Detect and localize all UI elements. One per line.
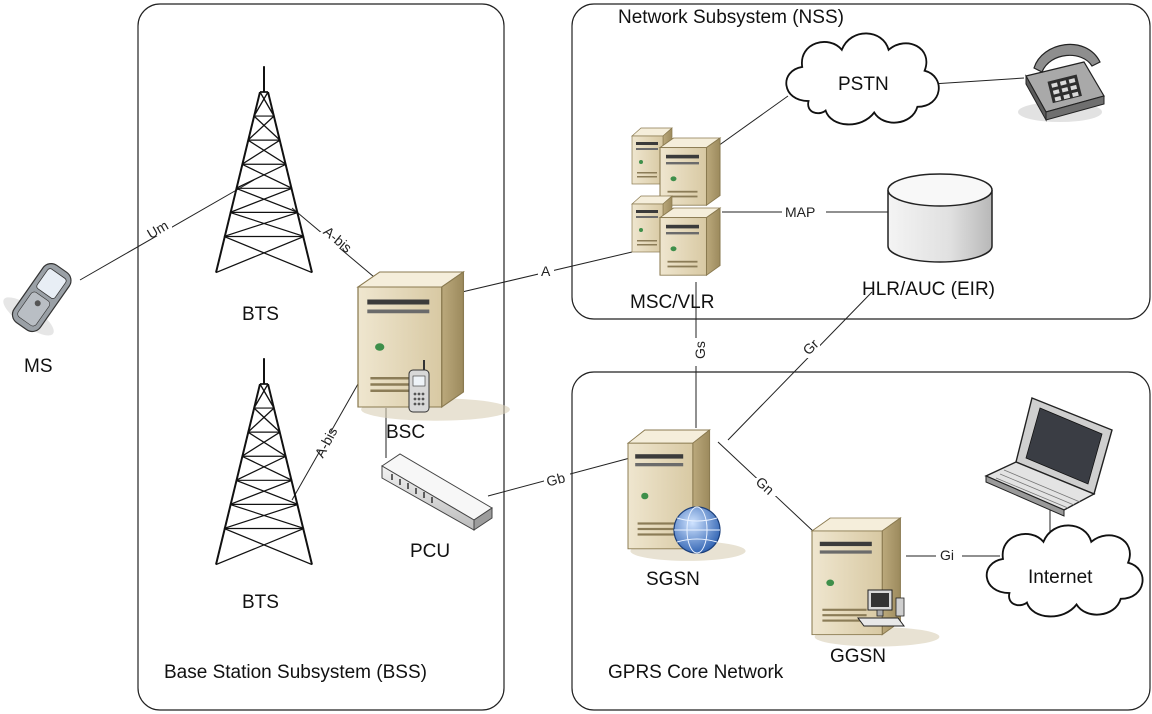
tower-icon (215, 357, 313, 566)
link-gr (727, 291, 873, 441)
link-pstn-phone (931, 77, 1025, 85)
msc-vlr-node[interactable]: MSC/VLR (630, 127, 721, 313)
iface-gi-label: Gi (940, 547, 954, 563)
bts-top-label: BTS (242, 304, 279, 325)
hlr-auc-label: HLR/AUC (EIR) (862, 279, 995, 300)
sgsn-label: SGSN (646, 569, 700, 590)
bts-bottom-label: BTS (242, 592, 279, 613)
link-msc-pstn (717, 95, 789, 147)
nss-group: Network Subsystem (NSS) (571, 3, 1151, 320)
workstation-icon (857, 589, 905, 627)
iface-gb-label: Gb (545, 469, 567, 489)
ggsn-label: GGSN (830, 646, 886, 667)
pcu-device-icon (381, 453, 493, 531)
tower-icon (215, 65, 313, 274)
mobile-phone-icon (3, 263, 72, 336)
bts-top-node[interactable]: BTS (215, 65, 313, 325)
bts-bottom-node[interactable]: BTS (215, 357, 313, 613)
ms-label: MS (24, 356, 53, 377)
interface-labels: Um A-bis A-bis A MAP Gs Gr Gb Gn Gi (144, 203, 962, 564)
database-icon (887, 173, 993, 263)
server-icon (631, 127, 721, 276)
pstn-label: PSTN (838, 74, 889, 95)
gprs-group: GPRS Core Network (571, 371, 1151, 711)
pcu-node[interactable]: PCU (381, 453, 493, 562)
bss-group: Base Station Subsystem (BSS) (137, 3, 505, 711)
server-icon (811, 517, 941, 648)
pcu-label: PCU (410, 541, 450, 562)
iface-abis-top-label: A-bis (320, 223, 355, 256)
iface-map-label: MAP (785, 204, 815, 220)
bsc-node[interactable]: BSC (357, 271, 511, 443)
hlr-auc-node[interactable]: HLR/AUC (EIR) (862, 173, 995, 300)
mobile-phone-icon (408, 360, 430, 413)
nss-group-label: Network Subsystem (NSS) (618, 7, 844, 28)
ms-node[interactable]: MS (0, 252, 86, 377)
sgsn-node[interactable]: SGSN (627, 429, 747, 590)
ggsn-node[interactable]: GGSN (811, 517, 941, 667)
gprs-group-label: GPRS Core Network (608, 662, 784, 683)
telephone-node[interactable] (1018, 43, 1105, 122)
globe-icon (673, 506, 721, 554)
iface-a-label: A (541, 263, 551, 279)
bss-group-label: Base Station Subsystem (BSS) (164, 662, 427, 683)
internet-label: Internet (1028, 567, 1093, 588)
server-icon (357, 271, 511, 422)
laptop-node[interactable] (984, 397, 1113, 517)
internet-node[interactable]: Internet (985, 524, 1144, 618)
laptop-icon (984, 397, 1113, 517)
telephone-icon (1018, 43, 1105, 122)
iface-gs-label: Gs (692, 341, 708, 359)
pstn-node[interactable]: PSTN (785, 32, 940, 126)
bsc-label: BSC (386, 422, 425, 443)
msc-vlr-label: MSC/VLR (630, 292, 714, 313)
